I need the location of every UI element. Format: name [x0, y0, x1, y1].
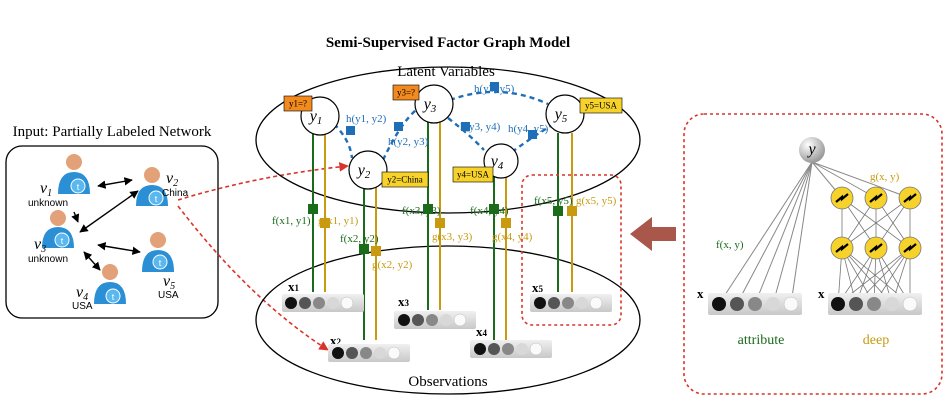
- svg-text:t: t: [61, 236, 64, 246]
- svg-text:unknown: unknown: [28, 254, 68, 265]
- right-panel-f-label: f(x, y): [716, 239, 744, 251]
- attribute-factor-label-1: f(x1, y1): [272, 215, 311, 227]
- svg-text:v2: v2: [166, 170, 178, 189]
- edge-factor-label-h34: h(y3, y4): [460, 121, 501, 133]
- deep-factor-label-4: g(x4, y4): [492, 231, 533, 243]
- observation-x5: x5: [530, 280, 612, 312]
- svg-text:unknown: unknown: [28, 198, 68, 209]
- observation-x3: x3: [394, 294, 476, 329]
- red-dashed-arrow-to-x2: [177, 205, 329, 351]
- edge-factor-label-h35: h(y3, y5): [474, 83, 515, 95]
- svg-text:v1: v1: [40, 180, 52, 199]
- latent-node-y4: y4 y4=USA: [452, 143, 519, 183]
- observations-ellipse: [255, 245, 641, 395]
- deep-factor-squares: [320, 206, 577, 256]
- attribute-factor-label-5: f(x5, y5): [534, 195, 573, 207]
- user-icon-v4: t: [94, 264, 126, 304]
- svg-text:y1=?: y1=?: [289, 99, 307, 109]
- user-icon-v1: t: [58, 154, 90, 194]
- user-label-v2: v2 China: [162, 170, 189, 199]
- edge-factor-label-h23: h(y2, y3): [388, 136, 429, 148]
- deep-caption: deep: [863, 333, 889, 348]
- user-label-v4: v4 USA: [72, 284, 93, 312]
- left-panel-title: Input: Partially Labeled Network: [13, 124, 212, 140]
- left-panel-frame: [5, 145, 219, 319]
- observations-label: Observations: [408, 374, 487, 390]
- deep-factor-label-1: g(x1, y1): [318, 215, 359, 227]
- svg-text:x2: x2: [330, 333, 342, 348]
- svg-text:xx11: xx11: [288, 279, 300, 294]
- right-panel-y-node: y: [799, 137, 825, 163]
- deep-factor-label-3: g(x3, y3): [432, 231, 473, 243]
- right-panel-deep-input: x: [818, 286, 922, 315]
- latent-variables-label: Latent Variables: [397, 64, 495, 80]
- user-label-v5: v5 USA: [158, 273, 179, 301]
- right-panel-attribute-edges: [718, 161, 911, 305]
- right-panel-g-label: g(x, y): [870, 171, 900, 183]
- svg-text:x5: x5: [532, 280, 544, 295]
- svg-text:y2=China: y2=China: [387, 175, 423, 185]
- user-network: [71, 177, 141, 271]
- edge-factor-label-h12: h(y1, y2): [346, 113, 387, 125]
- observation-x2: x2: [328, 333, 410, 362]
- svg-text:t: t: [159, 258, 162, 268]
- attribute-factor-squares: [308, 204, 563, 254]
- observation-x4: x4: [470, 324, 552, 358]
- deep-factor-label-2: g(x2, y2): [372, 259, 413, 271]
- svg-text:t: t: [155, 194, 158, 204]
- svg-text:x: x: [697, 286, 704, 301]
- deep-hidden-units: [830, 186, 922, 260]
- figure-title: Semi-Supervised Factor Graph Model: [326, 35, 570, 51]
- user-icon-v5: t: [142, 232, 174, 272]
- attribute-factor-label-3: f(x3, y3): [402, 205, 441, 217]
- attribute-factor-label-2: f(x2, y2): [340, 233, 379, 245]
- svg-text:x: x: [818, 286, 825, 301]
- svg-text:USA: USA: [72, 301, 93, 312]
- latent-node-y5: y5 y5=USA: [545, 94, 623, 134]
- svg-text:x3: x3: [398, 294, 410, 309]
- svg-text:y4=USA: y4=USA: [457, 170, 490, 180]
- svg-text:t: t: [77, 182, 80, 192]
- latent-node-y1: y1 y1=?: [283, 95, 340, 136]
- svg-text:China: China: [162, 188, 189, 199]
- svg-text:y5=USA: y5=USA: [585, 101, 618, 111]
- edge-factor-label-h45: h(y4, y5): [508, 123, 549, 135]
- deep-factor-label-5: g(x5, y5): [576, 195, 617, 207]
- latent-node-y2: y2 y2=China: [348, 150, 429, 190]
- latent-node-y3: y3 y3=?: [392, 84, 454, 124]
- svg-text:t: t: [112, 292, 115, 302]
- user-icon-v2: t: [136, 167, 168, 206]
- zoom-arrow: [630, 217, 676, 251]
- svg-text:y: y: [806, 141, 816, 158]
- svg-text:x4: x4: [476, 324, 488, 339]
- right-panel-frame: [683, 113, 943, 395]
- observation-x1: xx11: [282, 279, 364, 312]
- svg-text:y3=?: y3=?: [397, 88, 415, 98]
- latent-variables-ellipse: [255, 66, 641, 214]
- svg-text:USA: USA: [158, 290, 179, 301]
- attribute-factor-label-4: f(x4, y4): [470, 205, 509, 217]
- user-icon-v3: t: [42, 210, 74, 248]
- red-dashed-arrow-to-y2: [177, 162, 349, 201]
- pairwise-factor-squares: [346, 82, 537, 139]
- right-panel-attribute-input: x: [697, 286, 802, 315]
- attribute-caption: attribute: [738, 333, 785, 348]
